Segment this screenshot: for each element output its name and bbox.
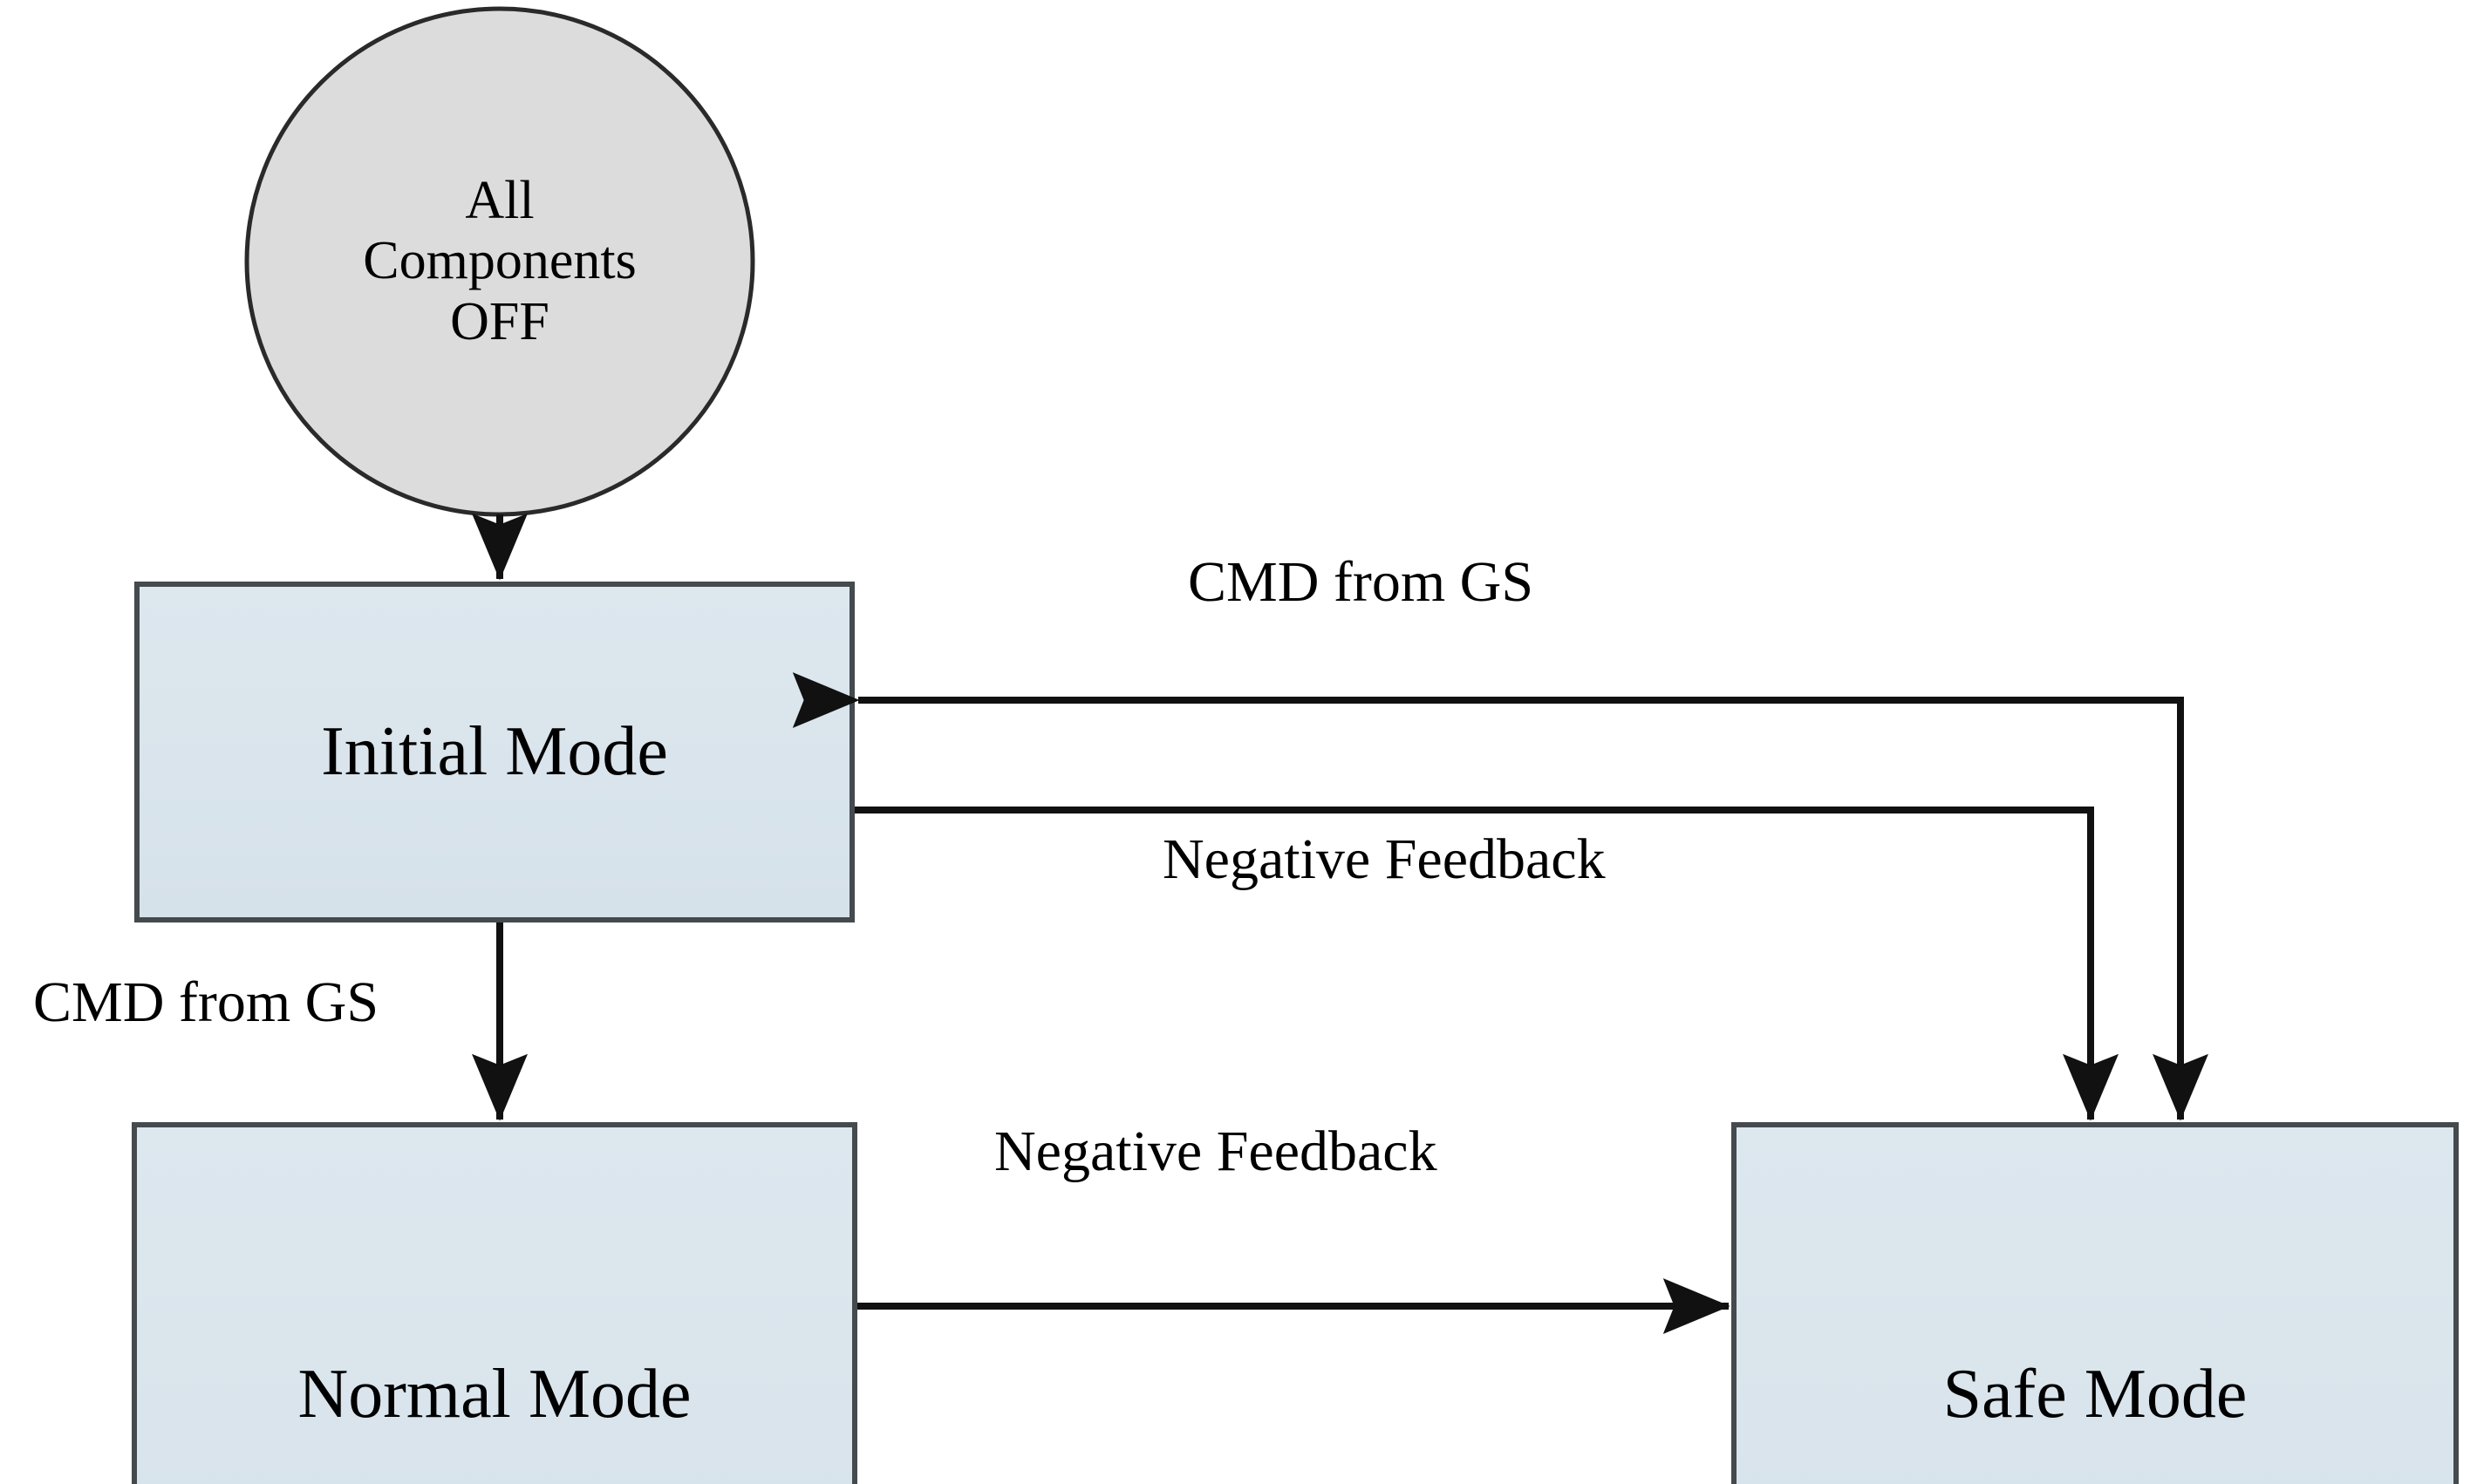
edge-safe-to-initial-cmd[interactable] (792, 672, 2208, 1121)
edge-label-initial-to-safe-negfb: Negative Feedback (1163, 827, 1606, 891)
edge-label-safe-to-initial-cmd: CMD from GS (1188, 550, 1534, 614)
edge-label-initial-to-normal-cmd: CMD from GS (33, 970, 379, 1034)
node-normal-mode[interactable] (132, 1122, 857, 1484)
edge-initial-to-safe-negfb[interactable] (855, 807, 2119, 1121)
edge-label-normal-to-safe-negfb: Negative Feedback (994, 1120, 1437, 1183)
node-initial-mode[interactable] (134, 582, 855, 922)
node-safe-mode[interactable] (1731, 1122, 2459, 1484)
node-all-components-off[interactable] (244, 6, 755, 517)
